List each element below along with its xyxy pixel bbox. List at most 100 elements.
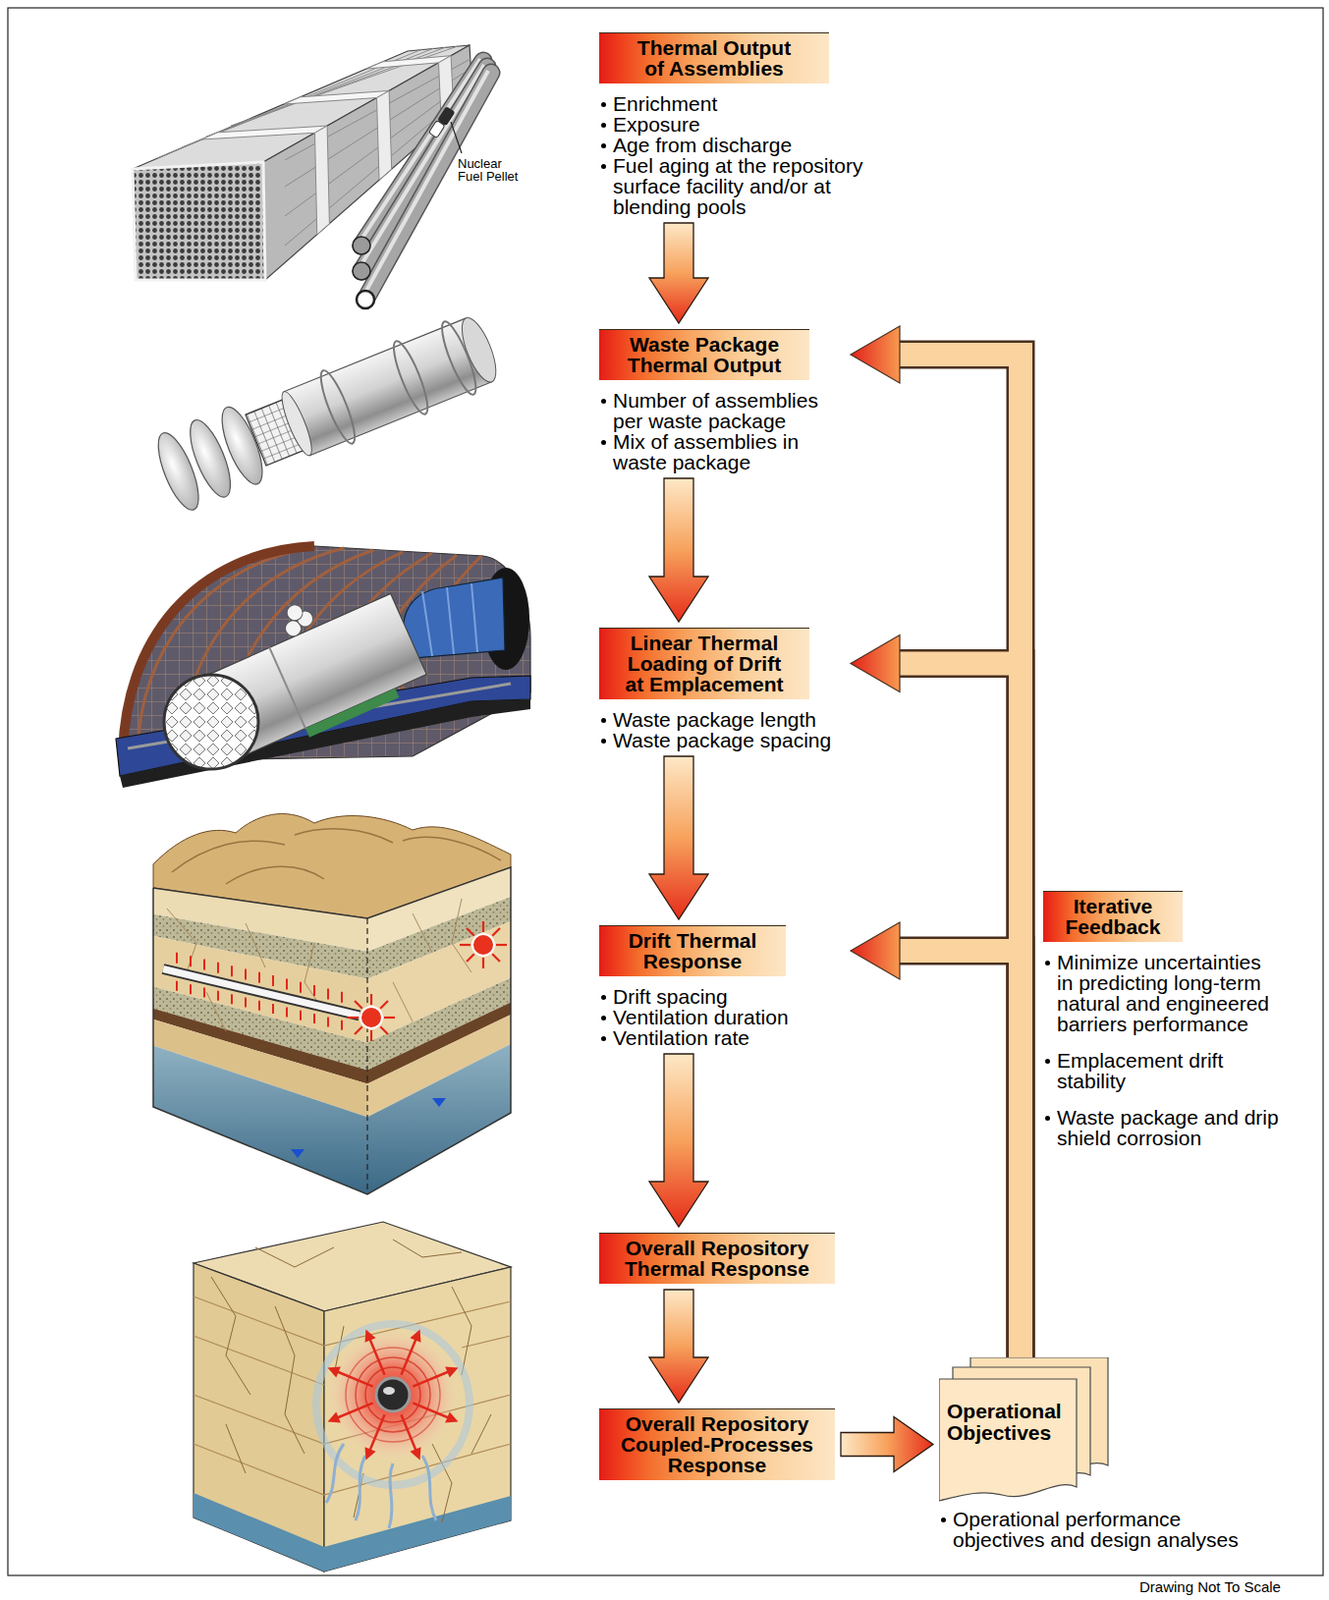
- coupled-block-figure: [316, 1324, 470, 1486]
- waste-package-figure: [387, 337, 435, 418]
- heat-arrows: [189, 984, 192, 995]
- frame: [7, 7, 1324, 1576]
- feedback-arrow: [899, 354, 1021, 1358]
- bullet-item: Age from discharge: [599, 134, 894, 156]
- heat-burst: [354, 1000, 363, 1009]
- geologic-block-figure: [366, 918, 368, 1195]
- heat-arrows: [409, 1329, 421, 1342]
- flow-arrow: [649, 756, 709, 920]
- fuel-assembly-figure: [132, 162, 266, 280]
- coupled-block-figure: [324, 1495, 511, 1572]
- process-box: Linear Thermal Loading of Drift at Empla…: [599, 627, 845, 751]
- bullet-list: Number of assemblies per waste packageMi…: [599, 389, 845, 473]
- heat-arrows: [313, 985, 316, 997]
- bullet-text: Operational performance objectives and d…: [952, 1507, 1239, 1551]
- bullet-text: Waste package and drip shield corrosion: [1056, 1106, 1279, 1150]
- coupled-block-figure: [328, 1329, 458, 1460]
- bullet-text: Mix of assemblies in waste package: [612, 430, 799, 474]
- heading-text: Overall Repository Thermal Response: [613, 1237, 821, 1279]
- fuel-assembly-figure: [356, 290, 375, 309]
- heat-arrows: [203, 958, 206, 970]
- fuel-assembly-figure: [283, 90, 389, 105]
- flow-arrow: [649, 1289, 709, 1403]
- waste-package-figure: [150, 428, 207, 515]
- heat-arrows: [217, 991, 220, 1001]
- heat-arrows: [327, 1411, 340, 1423]
- fuel-assembly-figure: [365, 72, 492, 300]
- heat-arrows: [364, 1414, 385, 1460]
- flow-arrow: [649, 756, 709, 920]
- bullet-text: Emplacement drift stability: [1056, 1049, 1223, 1093]
- heat-arrows: [327, 1366, 340, 1378]
- drift-figure: [269, 647, 306, 728]
- fuel-assembly-figure: [315, 125, 331, 235]
- heat-arrows: [203, 987, 206, 997]
- drift-figure: [164, 674, 259, 770]
- coupled-block-figure: [193, 1263, 325, 1572]
- bullet-list: Operational performance objectives and d…: [939, 1508, 1264, 1551]
- connector-outline: [899, 950, 1021, 1358]
- heat-arrows: [400, 1338, 416, 1376]
- heat-burst: [384, 1016, 395, 1019]
- geologic-block-figure: [367, 1044, 511, 1195]
- process-box: Overall Repository Thermal Response: [599, 1232, 835, 1284]
- heat-arrows: [272, 975, 275, 987]
- bullet-item: Ventilation rate: [599, 1027, 845, 1049]
- bullet-item: Minimize uncertainties in predicting lon…: [1043, 951, 1279, 1035]
- arrow-head: [850, 635, 900, 693]
- bullet-text: Minimize uncertainties in predicting lon…: [1056, 950, 1270, 1036]
- heat-arrows: [230, 965, 233, 977]
- heat-arrows: [327, 1329, 458, 1460]
- bullet-list: Minimize uncertainties in predicting lon…: [1043, 951, 1279, 1149]
- heat-arrows: [175, 952, 178, 964]
- heat-arrows: [369, 1414, 385, 1451]
- heat-burst: [380, 1000, 388, 1009]
- scale-note: Drawing Not To Scale: [1139, 1578, 1312, 1596]
- heat-arrows: [217, 962, 220, 974]
- coupled-block-figure: [193, 1221, 511, 1572]
- heat-arrows: [336, 1402, 374, 1418]
- process-box: Drift Thermal ResponseDrift spacingVenti…: [599, 925, 845, 1049]
- flow-arrow: [649, 1289, 709, 1403]
- heading-text: Overall Repository Coupled-Processes Res…: [610, 1413, 824, 1476]
- heat-arrows: [299, 982, 302, 994]
- fuel-assembly-figure: [450, 121, 462, 154]
- bullet-text: Exposure: [612, 112, 701, 136]
- feedback-arrow: [850, 922, 1021, 1358]
- coupled-block-figure: [193, 1493, 325, 1572]
- bullet-item: Number of assemblies per waste package: [599, 389, 845, 432]
- heat-burst: [466, 953, 475, 962]
- flow-arrow: [840, 1417, 934, 1473]
- document-title: Operational Objectives: [939, 1357, 1108, 1505]
- bullet-item: Enrichment: [599, 93, 894, 114]
- heat-arrows: [313, 1013, 316, 1024]
- waste-package-figure: [315, 367, 362, 447]
- heat-burst: [370, 1030, 373, 1042]
- bullet-text: Drift spacing: [612, 985, 728, 1008]
- heading-text: Operational Objectives: [946, 1400, 1073, 1444]
- heat-arrows: [327, 1016, 330, 1027]
- process-box: Overall Repository Coupled-Processes Res…: [599, 1408, 835, 1481]
- coupled-block-figure: [345, 1347, 441, 1442]
- connector-outline: [899, 664, 1021, 1359]
- heat-arrows: [412, 1366, 458, 1386]
- drift-figure: [115, 546, 531, 788]
- heat-arrows: [409, 1446, 421, 1460]
- bullet-text: Waste package length: [612, 708, 817, 731]
- flow-arrow: [649, 1053, 709, 1227]
- heading-text: Thermal Output of Assemblies: [629, 37, 799, 79]
- fuel-assembly-figure: [428, 119, 445, 138]
- heat-arrows: [444, 1366, 458, 1378]
- connector-outline: [899, 354, 1021, 1358]
- geologic-block-figure: [153, 867, 511, 1195]
- flow-arrow: [649, 222, 709, 324]
- geologic-block-figure: [432, 1098, 446, 1108]
- heat-burst: [496, 943, 507, 946]
- bullet-item: Waste package spacing: [599, 729, 845, 751]
- heat-burst: [370, 994, 373, 1005]
- heading-box: Linear Thermal Loading of Drift at Empla…: [599, 627, 810, 700]
- heat-burst: [347, 1016, 359, 1019]
- waste-package-figure: [283, 318, 493, 456]
